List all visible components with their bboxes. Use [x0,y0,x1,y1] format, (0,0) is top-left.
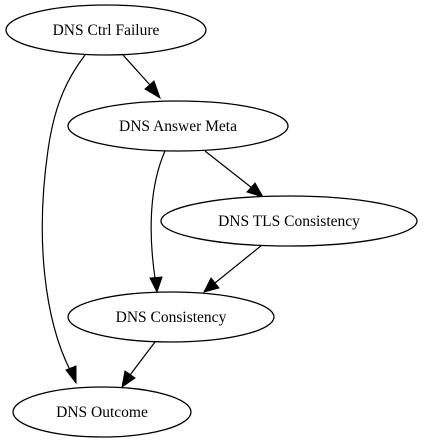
arrowhead-icon [121,370,136,389]
node-outcome-shape [12,386,192,438]
edges [41,54,265,389]
edge-ctrl-failure-to-answer-meta [122,54,151,86]
edge-tls-consistency-to-consistency [214,244,263,284]
node-ctrl-failure: DNS Ctrl Failure [5,4,207,56]
node-answer-meta-shape [67,100,289,152]
arrowhead-icon [144,80,161,100]
arrowhead-icon [246,182,265,198]
node-consistency: DNS Consistency [67,291,275,343]
node-ctrl-failure-shape [5,4,207,56]
node-answer-meta-label: DNS Answer Meta [119,118,237,135]
arrowhead-icon [149,276,163,294]
node-tls-consistency-shape [160,195,418,247]
node-tls-consistency: DNS TLS Consistency [160,195,418,247]
node-outcome-label: DNS Outcome [56,404,148,421]
edge-consistency-to-outcome [129,341,156,376]
edge-answer-meta-to-consistency [150,150,166,279]
arrowhead-icon [65,365,77,385]
edge-ctrl-failure-to-outcome [41,54,86,371]
edge-answer-meta-to-tls-consistency [204,150,253,189]
node-outcome: DNS Outcome [12,386,192,438]
node-ctrl-failure-label: DNS Ctrl Failure [53,22,160,39]
node-consistency-shape [67,291,275,343]
arrowhead-icon [203,277,220,293]
node-tls-consistency-label: DNS TLS Consistency [218,213,360,230]
node-answer-meta: DNS Answer Meta [67,100,289,152]
node-consistency-label: DNS Consistency [116,309,227,326]
